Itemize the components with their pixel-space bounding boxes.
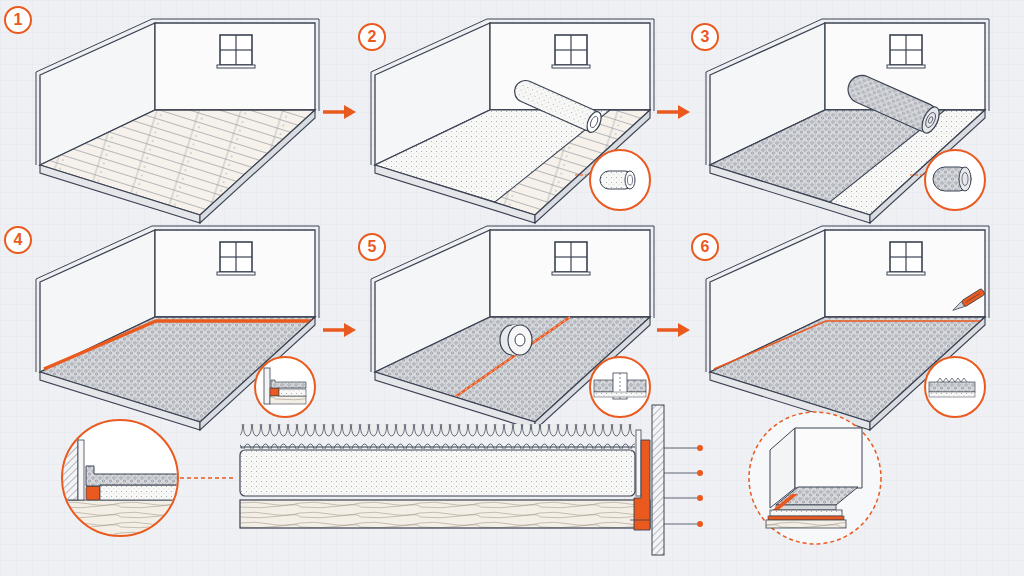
panel-trim (706, 226, 989, 430)
callout-number: 3 (701, 29, 710, 45)
panel-carpet-roll (706, 19, 989, 223)
cross-section (240, 405, 703, 555)
layer-overview (749, 412, 881, 544)
step-number: 2 (358, 23, 386, 51)
corner-detail (55, 410, 234, 545)
callout-number: 4 (14, 232, 23, 248)
panel-seam (371, 226, 654, 430)
panel-gripper (36, 226, 319, 430)
callout-number: 6 (701, 239, 710, 255)
callout-number: 5 (368, 239, 377, 255)
step-number: 4 (4, 226, 32, 254)
panel-underlay (371, 19, 654, 223)
step-number: 1 (4, 6, 32, 34)
step-number: 3 (691, 23, 719, 51)
callout-number: 2 (368, 29, 377, 45)
step-number: 6 (691, 233, 719, 261)
panel-subfloor (36, 19, 319, 223)
callout-number: 1 (14, 12, 23, 28)
step-number: 5 (358, 233, 386, 261)
